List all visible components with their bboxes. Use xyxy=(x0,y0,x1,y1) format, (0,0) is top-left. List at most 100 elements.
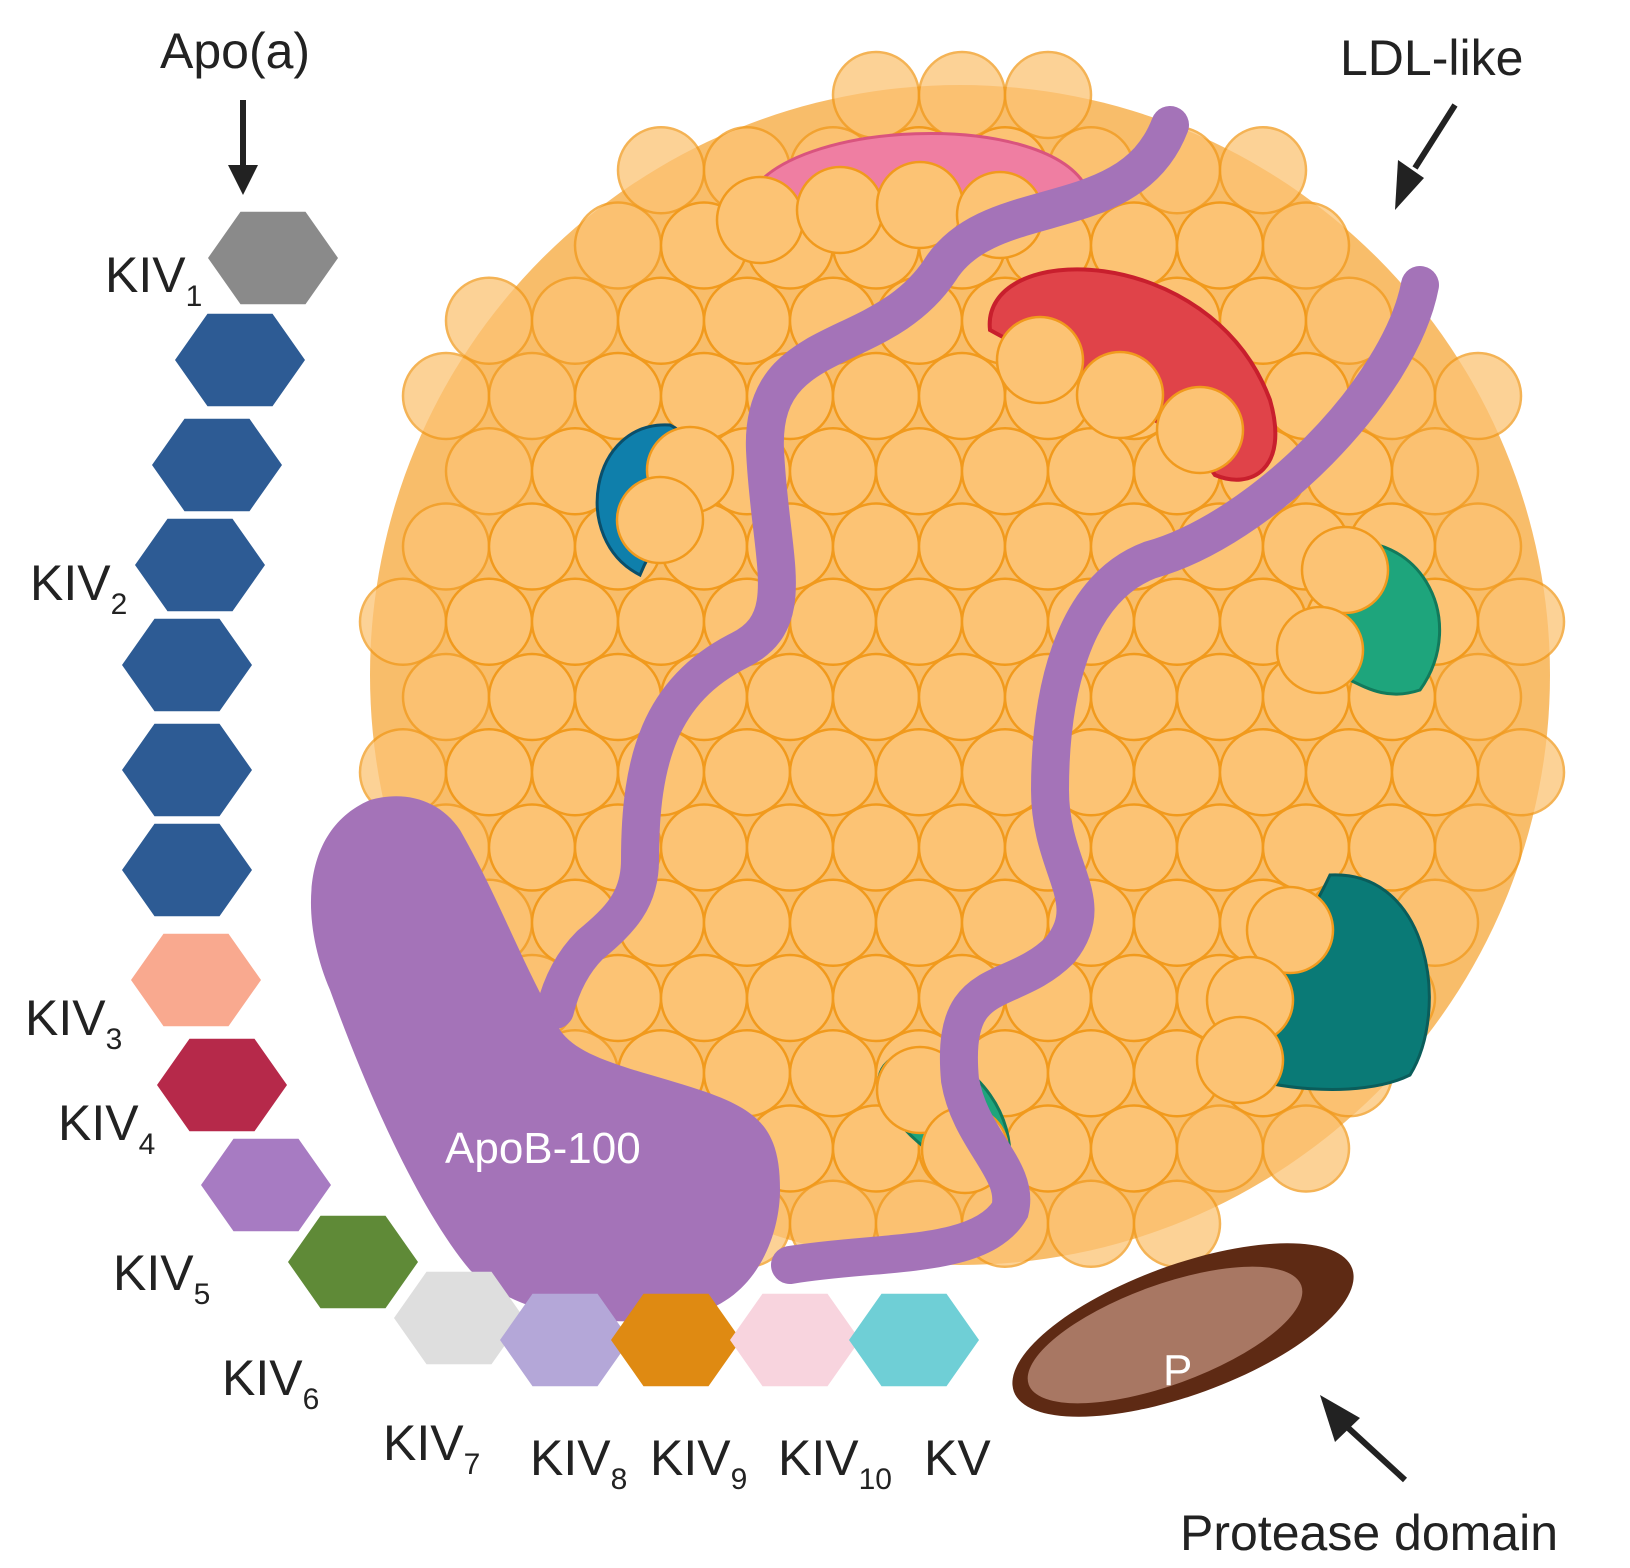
lipid-bead xyxy=(1476,728,1566,817)
lipid-bead xyxy=(788,427,878,516)
kringle-label: KIV4 xyxy=(58,1095,155,1161)
kringle-label: KIV3 xyxy=(25,990,122,1056)
protease-domain: P xyxy=(1012,1243,1354,1417)
lipid-bead xyxy=(1089,1104,1179,1193)
kringle-hexagon xyxy=(122,823,252,917)
lipid-bead xyxy=(1304,728,1394,817)
lipid-bead xyxy=(917,502,1007,591)
protease-inner xyxy=(1027,1266,1303,1404)
lipid-bead xyxy=(1089,953,1179,1043)
lipid-bead xyxy=(745,803,835,892)
lipid-bead xyxy=(573,201,663,290)
protease-letter: P xyxy=(1163,1346,1192,1395)
arrows xyxy=(228,100,1458,1483)
lipid-bead xyxy=(1003,50,1093,140)
lipid-bead xyxy=(831,652,921,742)
lipid-bead xyxy=(960,577,1050,666)
lipid-bead xyxy=(702,878,792,967)
kringle-hexagon xyxy=(152,418,282,512)
lipid-bead xyxy=(530,577,620,666)
kringle-hexagon xyxy=(849,1293,979,1387)
lipid-bead-front xyxy=(995,315,1085,405)
lipid-bead xyxy=(1433,351,1523,441)
protease-arrow xyxy=(1342,1422,1408,1483)
apob100-body xyxy=(310,796,780,1322)
lipid-bead xyxy=(1089,652,1179,742)
lipid-bead xyxy=(1089,803,1179,892)
kringle-label: KIV1 xyxy=(105,247,202,313)
kringle-hexagon xyxy=(500,1293,630,1387)
lipid-bead xyxy=(1132,577,1222,666)
apob100-strand-1 xyxy=(536,106,1189,1029)
lipid-bead xyxy=(831,803,921,892)
kringle-hexagon xyxy=(208,211,338,305)
kringle-hexagon xyxy=(288,1215,418,1309)
lipid-bead xyxy=(530,276,620,365)
lipid-bead xyxy=(487,351,577,441)
lipid-bead xyxy=(917,803,1007,892)
lipid-bead xyxy=(917,652,1007,742)
apob100-label: ApoB-100 xyxy=(445,1124,641,1173)
kringle-label: KIV7 xyxy=(383,1415,480,1481)
lipid-bead xyxy=(1046,1029,1136,1118)
lipid-bead-front xyxy=(1075,350,1165,440)
kringle-hexagon xyxy=(122,618,252,712)
lipid-bead xyxy=(1175,803,1265,892)
lipid-bead xyxy=(831,502,921,591)
lipid-bead xyxy=(659,953,749,1043)
kringle-label: KIV10 xyxy=(778,1430,892,1496)
ldl-arrow-head xyxy=(1395,160,1424,210)
lipid-bead xyxy=(358,577,448,666)
lipid-bead xyxy=(530,728,620,817)
lipid-bead xyxy=(1433,803,1523,892)
lipid-bead-front xyxy=(1300,525,1390,615)
lipid-bead xyxy=(874,878,964,967)
lipid-bead xyxy=(702,276,792,365)
lipid-bead xyxy=(444,577,534,666)
kringle-label: KIV9 xyxy=(650,1430,747,1496)
apo-a-arrow-head xyxy=(228,165,258,195)
lipid-bead xyxy=(1003,502,1093,591)
kringle-hexagon xyxy=(730,1293,860,1387)
protease-arrow-head xyxy=(1320,1395,1360,1442)
lipid-bead xyxy=(1433,652,1523,742)
lipid-bead xyxy=(788,577,878,666)
kringle-hexagon xyxy=(157,1038,287,1132)
apo-a-label: Apo(a) xyxy=(160,23,310,79)
lipid-bead xyxy=(401,652,491,742)
lipid-bead xyxy=(788,878,878,967)
kringle-label: KIV6 xyxy=(222,1350,319,1416)
lipid-bead xyxy=(788,728,878,817)
lipid-bead xyxy=(960,427,1050,516)
kringle-hexagon xyxy=(122,723,252,817)
lipid-bead xyxy=(444,276,534,365)
lipid-bead-front xyxy=(1275,605,1365,695)
kringle-hexagon xyxy=(201,1138,331,1232)
lipid-bead xyxy=(831,50,921,140)
lipid-bead xyxy=(1175,652,1265,742)
lipid-bead xyxy=(1175,1104,1265,1193)
lipid-bead xyxy=(1433,502,1523,591)
lipid-bead xyxy=(1046,427,1136,516)
lipid-bead-front xyxy=(715,175,805,265)
kringle-hexagon xyxy=(131,933,261,1027)
lipid-bead xyxy=(444,427,534,516)
kringle-hexagon xyxy=(394,1271,524,1365)
lipid-bead xyxy=(659,803,749,892)
lipid-bead xyxy=(1476,577,1566,666)
lipid-bead xyxy=(1261,1104,1351,1193)
lipid-bead xyxy=(401,351,491,441)
lipid-bead xyxy=(1046,1179,1136,1268)
lipid-bead xyxy=(444,728,534,817)
lipid-bead xyxy=(1218,126,1308,215)
lipid-bead-front xyxy=(1155,385,1245,475)
kringle-hexagon xyxy=(135,518,265,612)
ldl-like-label: LDL-like xyxy=(1340,30,1523,86)
kringle-label: KIV8 xyxy=(530,1430,627,1496)
lipid-bead xyxy=(874,577,964,666)
lipid-bead xyxy=(1175,201,1265,290)
lipid-bead xyxy=(487,803,577,892)
lipid-bead xyxy=(917,50,1007,140)
